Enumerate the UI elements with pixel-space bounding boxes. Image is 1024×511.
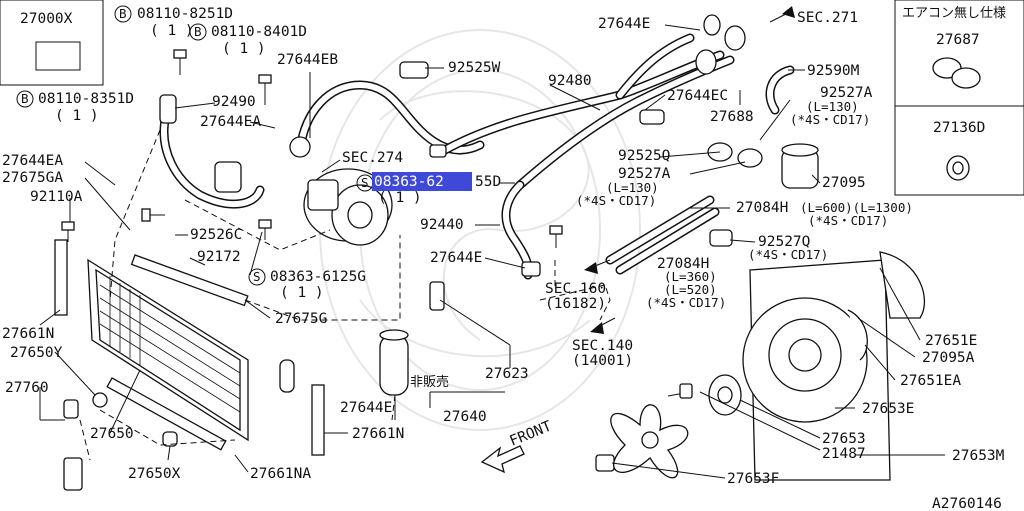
label-27084H-1-sub2: (*4S・CD17) — [808, 213, 888, 228]
label-sec160-sub: (16182) — [545, 296, 606, 312]
label-92172[interactable]: 92172 — [197, 249, 241, 265]
label-27650[interactable]: 27650 — [90, 426, 134, 442]
label-27095A[interactable]: 27095A — [922, 350, 975, 366]
kit-box — [0, 0, 104, 86]
label-bolt1-qty: ( 1 ) — [150, 23, 194, 39]
label-92527A-1[interactable]: 92527A — [820, 85, 873, 101]
pipe-group — [159, 33, 795, 280]
label-sec140[interactable]: SEC.140 — [572, 338, 633, 354]
label-27687[interactable]: 27687 — [936, 32, 980, 48]
label-92590M[interactable]: 92590M — [807, 63, 860, 79]
no-aircon-title: エアコン無し仕様 — [902, 6, 1006, 21]
label-27644EA-2[interactable]: 27644EA — [2, 153, 63, 169]
bolts — [61, 49, 871, 472]
label-92490[interactable]: 92490 — [212, 94, 256, 110]
label-27644E-mid[interactable]: 27644E — [430, 250, 482, 266]
label-27650X[interactable]: 27650X — [128, 466, 181, 482]
label-27661N-1[interactable]: 27661N — [2, 326, 54, 342]
label-27640[interactable]: 27640 — [443, 409, 487, 425]
label-27653[interactable]: 27653 — [822, 431, 866, 447]
label-not-for-sale: 非販売 — [410, 374, 449, 390]
label-screw-08363-6255D-highlighted[interactable]: 08363-62 — [374, 174, 444, 190]
label-27675G[interactable]: 27675G — [275, 311, 327, 327]
label-screw-08363-6255D-rest[interactable]: 55D — [475, 174, 501, 190]
label-sec274[interactable]: SEC.274 — [342, 150, 403, 166]
label-27651E[interactable]: 27651E — [925, 333, 977, 349]
label-27623[interactable]: 27623 — [485, 366, 529, 382]
part-labels: 08110-8251D ( 1 ) 08110-8401D ( 1 ) 0811… — [2, 6, 1005, 511]
label-27661N-2[interactable]: 27661N — [352, 426, 404, 442]
label-92527A-2[interactable]: 92527A — [618, 166, 671, 182]
label-92527Q[interactable]: 92527Q — [758, 234, 810, 250]
label-92527A-1-sub2: (*4S・CD17) — [790, 112, 870, 127]
diagram-id: A2760146 — [932, 496, 1002, 511]
label-27644EB[interactable]: 27644EB — [277, 52, 338, 68]
label-27644EC[interactable]: 27644EC — [667, 88, 728, 104]
label-bolt-08110-8351D[interactable]: 08110-8351D — [38, 91, 134, 107]
watermark-emblem — [319, 29, 641, 431]
arrows — [480, 6, 795, 474]
compressor — [303, 168, 393, 246]
label-27084H-1-sub1: (L=600)(L=1300) — [800, 200, 913, 215]
label-bolt-08110-8251D[interactable]: 08110-8251D — [137, 6, 233, 22]
label-27084H-2-sub3: (*4S・CD17) — [646, 295, 726, 310]
label-92480[interactable]: 92480 — [548, 73, 592, 89]
label-27688[interactable]: 27688 — [710, 109, 754, 125]
label-screw-08363-6125G[interactable]: 08363-6125G — [270, 269, 366, 285]
label-92527A-2-sub2: (*4S・CD17) — [576, 193, 656, 208]
small-parts — [63, 14, 819, 491]
leader-lines — [39, 24, 945, 479]
label-front: FRONT — [508, 418, 555, 449]
label-27644E-top[interactable]: 27644E — [598, 16, 650, 32]
fan-assembly — [610, 251, 926, 481]
label-27760[interactable]: 27760 — [5, 380, 49, 396]
label-92525W[interactable]: 92525W — [448, 60, 501, 76]
guide-lines — [79, 129, 611, 461]
label-27095[interactable]: 27095 — [822, 175, 866, 191]
label-92526C[interactable]: 92526C — [190, 227, 242, 243]
label-21487[interactable]: 21487 — [822, 446, 866, 462]
label-27084H-1[interactable]: 27084H — [736, 200, 788, 216]
label-bolt-08110-8401D[interactable]: 08110-8401D — [211, 24, 307, 40]
label-27644EA-1[interactable]: 27644EA — [200, 114, 261, 130]
label-27653M[interactable]: 27653M — [952, 448, 1005, 464]
label-27661NA[interactable]: 27661NA — [250, 466, 311, 482]
label-27136D[interactable]: 27136D — [933, 120, 985, 136]
label-92110A[interactable]: 92110A — [30, 189, 83, 205]
mark-bolt-1: B — [119, 6, 127, 21]
label-27084H-2[interactable]: 27084H — [657, 256, 709, 272]
no-aircon-box — [894, 0, 1024, 196]
label-27084H-2-sub1: (L=360) — [664, 269, 717, 284]
label-sec140-sub: (14001) — [572, 353, 633, 369]
mark-bolt-2: B — [194, 24, 202, 39]
label-92525Q[interactable]: 92525Q — [618, 148, 670, 164]
label-27651EA[interactable]: 27651EA — [900, 373, 961, 389]
label-kit-part[interactable]: 27000X — [20, 11, 73, 27]
label-screw2-qty: ( 1 ) — [280, 285, 324, 301]
label-27084H-2-sub2: (L=520) — [664, 282, 717, 297]
label-screw1-qty: ( 1 ) — [378, 190, 422, 206]
label-bolt2-qty: ( 1 ) — [222, 41, 266, 57]
mark-bolt-3: B — [21, 91, 29, 106]
label-sec160[interactable]: SEC.160 — [545, 281, 606, 297]
label-92527A-2-sub1: (L=130) — [606, 180, 659, 195]
label-92527A-1-sub1: (L=130) — [806, 99, 859, 114]
label-27653F[interactable]: 27653F — [727, 471, 779, 487]
label-27644E-bot[interactable]: 27644E — [340, 400, 392, 416]
label-92527Q-sub: (*4S・CD17) — [748, 247, 828, 262]
label-27653E[interactable]: 27653E — [862, 401, 914, 417]
label-bolt3-qty: ( 1 ) — [55, 108, 99, 124]
mark-screw-1: S — [361, 175, 369, 190]
side-seals — [54, 239, 325, 456]
label-92440[interactable]: 92440 — [420, 217, 464, 233]
mark-screw-2: S — [253, 269, 261, 284]
selected-part-highlight — [372, 172, 472, 191]
label-sec271[interactable]: SEC.271 — [797, 10, 858, 26]
label-27650Y[interactable]: 27650Y — [10, 345, 63, 361]
label-27675GA[interactable]: 27675GA — [2, 170, 63, 186]
